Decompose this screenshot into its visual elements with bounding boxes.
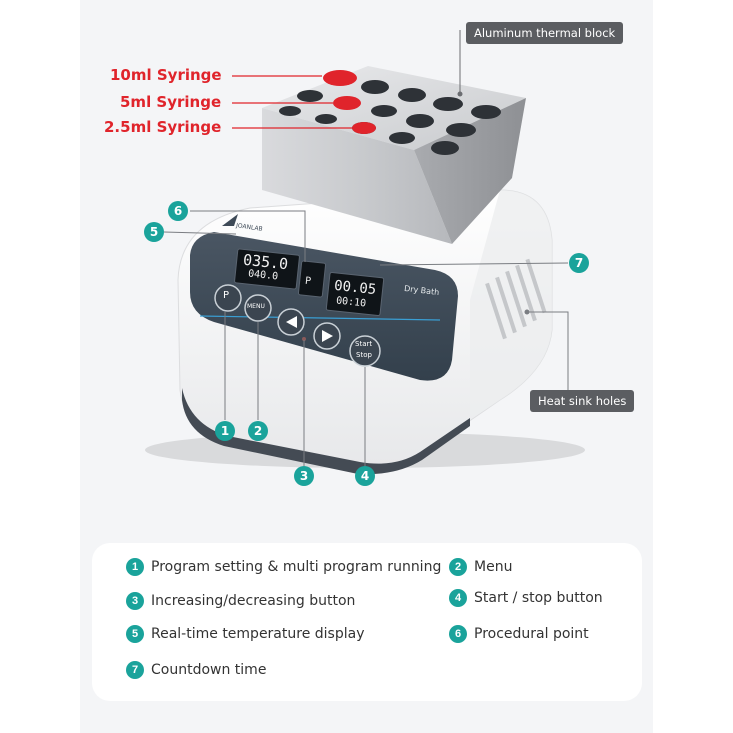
legend-text: Real-time temperature display	[151, 626, 365, 642]
start-stop-button-shape	[349, 335, 381, 367]
legend-badge: 1	[126, 558, 144, 576]
brand-logo-icon	[222, 214, 238, 226]
device-badge-4: 4	[355, 466, 375, 486]
legend-badge: 6	[449, 625, 467, 643]
legend-text: Countdown time	[151, 662, 267, 678]
p-button-shape	[214, 284, 242, 312]
program-readout: P	[304, 275, 312, 288]
legend-badge: 4	[449, 589, 467, 607]
legend-text: Increasing/decreasing button	[151, 593, 356, 609]
screen-time	[325, 271, 385, 317]
device-badge-6: 6	[168, 201, 188, 221]
device-badge-1: 1	[215, 421, 235, 441]
menu-button-shape	[244, 294, 272, 322]
block-side	[414, 98, 526, 244]
block-front	[262, 108, 452, 244]
legend-badge: 7	[126, 661, 144, 679]
legend-card: 1 Program setting & multi program runnin…	[92, 543, 642, 701]
device-badge-3: 3	[294, 466, 314, 486]
hole-2-5ml	[352, 122, 376, 134]
start-button-bottom[interactable]: Stop	[356, 351, 372, 359]
menu-button[interactable]: MENU	[247, 303, 265, 310]
screen-program	[297, 260, 327, 298]
legend-text: Program setting & multi program running	[151, 559, 442, 575]
device-badge-7: 7	[569, 253, 589, 273]
legend-text: Procedural point	[474, 626, 589, 642]
legend-badge: 3	[126, 592, 144, 610]
p-button[interactable]: P	[223, 290, 230, 301]
device-badge-5: 5	[144, 222, 164, 242]
right-arrow-icon	[322, 330, 333, 342]
callout-10ml-syringe: 10ml Syringe	[110, 66, 222, 84]
callout-5ml-syringe: 5ml Syringe	[120, 93, 222, 111]
callout-aluminum-block: Aluminum thermal block	[466, 22, 624, 44]
callout-heat-sink: Heat sink holes	[530, 390, 635, 412]
legend-badge: 2	[449, 558, 467, 576]
legend-badge: 5	[126, 625, 144, 643]
hole-10ml	[323, 70, 357, 86]
left-arrow-icon	[286, 316, 297, 328]
legend-text: Menu	[474, 559, 513, 575]
legend-text: Start / stop button	[474, 590, 603, 606]
start-button-top[interactable]: Start	[355, 340, 373, 348]
hole-5ml	[333, 96, 361, 110]
heat-sink-slots	[485, 258, 547, 340]
device-badge-2: 2	[248, 421, 268, 441]
screen-temperature	[234, 248, 300, 290]
base-trim	[182, 388, 470, 475]
callout-2-5ml-syringe: 2.5ml Syringe	[104, 118, 222, 136]
